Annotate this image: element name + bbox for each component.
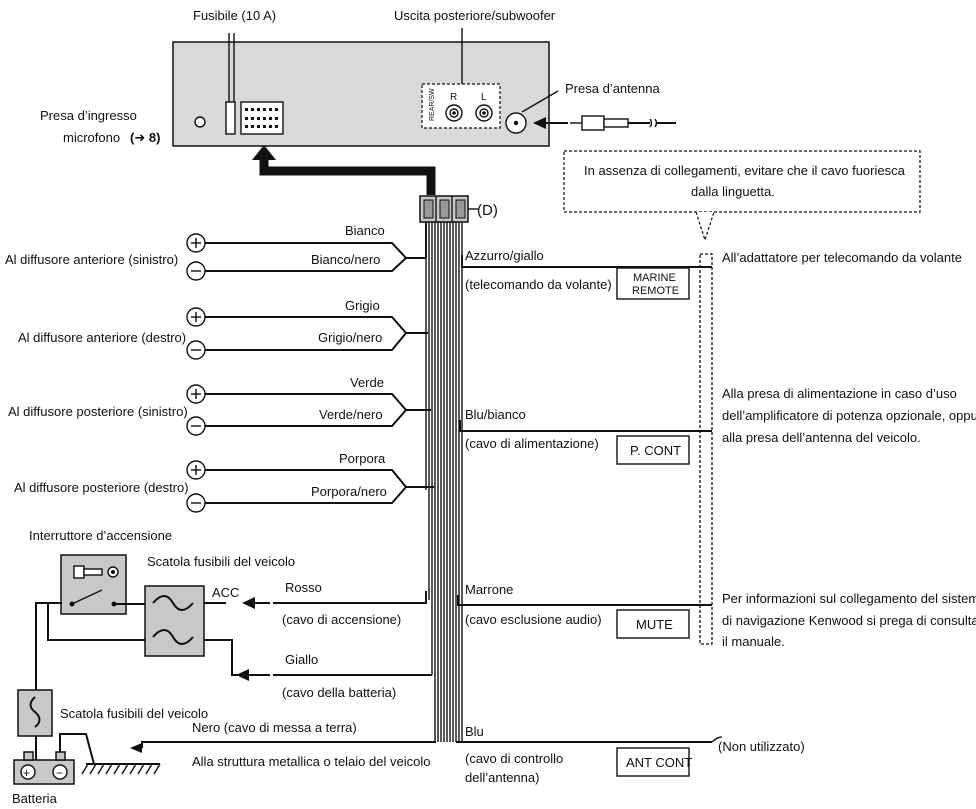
wire-antenna-control: Blu (cavo di controllo dell’antenna) ANT…	[456, 724, 805, 785]
ground-wire-desc: Alla struttura metallica o telaio del ve…	[192, 754, 430, 769]
box-label: ANT CONT	[626, 755, 692, 770]
mic-label-line2: microfono	[63, 130, 120, 145]
rca-r-jack-icon	[445, 104, 463, 122]
wire-label: Verde	[350, 375, 384, 390]
yellow-arrow	[236, 669, 249, 681]
wire-mute: Marrone (cavo esclusione audio) MUTE Per…	[457, 582, 976, 649]
connector-d-label: (D)	[477, 202, 498, 219]
box-label: REMOTE	[632, 285, 679, 297]
wire-note: alla presa dell’antenna del veicolo.	[722, 430, 921, 445]
acc-arrow	[242, 597, 255, 609]
connector-d: (D)	[419, 195, 498, 223]
speaker-destination: Al diffusore anteriore (sinistro)	[5, 252, 178, 267]
wire-desc: (telecomando da volante)	[465, 277, 612, 292]
speaker-destination: Al diffusore anteriore (destro)	[18, 330, 186, 345]
harness-arrow	[252, 145, 436, 195]
rear-sub-label: Uscita posteriore/subwoofer	[394, 8, 556, 23]
wire-note: dell’amplificatore di potenza opzionale,…	[722, 408, 976, 423]
wire-color: Azzurro/giallo	[465, 248, 544, 263]
ground-wire-label: Nero (cavo di messa a terra)	[192, 720, 357, 735]
wire-steering-remote: Azzurro/giallo (telecomando da volante) …	[461, 248, 962, 300]
wire-desc: dell’antenna)	[465, 770, 539, 785]
wire-label: Grigio	[345, 298, 380, 313]
wire-label: Porpora/nero	[311, 484, 387, 499]
wire-label: Bianco/nero	[311, 252, 380, 267]
battery-icon: + −	[13, 751, 75, 785]
connector-pins	[245, 108, 278, 128]
wire-note: Alla presa di alimentazione in caso d’us…	[722, 386, 957, 401]
wire-note: All’adattatore per telecomando da volant…	[722, 250, 962, 265]
vehicle-fuse-box-icon	[144, 585, 205, 657]
wire-color: Marrone	[465, 582, 513, 597]
battery-minus: −	[56, 766, 63, 780]
speaker-destination: Al diffusore posteriore (sinistro)	[8, 404, 188, 419]
fuse-symbol-icon	[29, 696, 41, 728]
ignition-switch-label: Interruttore d’accensione	[29, 528, 172, 543]
fuse-icon	[225, 101, 236, 135]
battery-plus: +	[23, 766, 30, 780]
wire-label: Grigio/nero	[318, 330, 382, 345]
chassis-ground-icon	[81, 763, 161, 775]
mic-label-line1: Presa d’ingresso	[40, 108, 137, 123]
mute-box	[616, 609, 690, 639]
red-wire-desc: (cavo di accensione)	[282, 612, 401, 627]
note-line2: dalla linguetta.	[691, 184, 775, 199]
ground-arrow	[130, 743, 142, 753]
speaker-rear-left: Verde Verde/nero Al diffusore posteriore…	[8, 375, 431, 436]
red-wire-label: Rosso	[285, 580, 322, 595]
rca-r-label: R	[450, 92, 457, 103]
fuse-symbol-icon	[152, 595, 194, 611]
antenna-jack-label: Presa d’antenna	[565, 81, 660, 96]
wire-label: Verde/nero	[319, 407, 383, 422]
ant-cont-box	[616, 747, 690, 777]
antenna-plug-icon	[570, 115, 676, 131]
box-label: MUTE	[636, 617, 673, 632]
note-box: In assenza di collegamenti, evitare che …	[563, 150, 921, 645]
wire-desc: (cavo esclusione audio)	[465, 612, 602, 627]
wire-color: Blu	[465, 724, 484, 739]
speaker-rear-right: Porpora Porpora/nero Al diffusore poster…	[14, 451, 434, 513]
antenna-arrow	[533, 117, 546, 129]
p-cont-box	[616, 435, 690, 465]
yellow-wire-label: Giallo	[285, 652, 318, 667]
wire-power-control: Blu/bianco (cavo di alimentazione) P. CO…	[459, 386, 976, 465]
wire-desc: (cavo di alimentazione)	[465, 436, 599, 451]
battery-label: Batteria	[12, 791, 58, 806]
harness-bundle	[425, 222, 463, 742]
dashed-tab	[699, 253, 713, 645]
wire-color: Blu/bianco	[465, 407, 526, 422]
yellow-wire-desc: (cavo della batteria)	[282, 685, 396, 700]
wire-label: Bianco	[345, 223, 385, 238]
speaker-front-right: Grigio Grigio/nero Al diffusore anterior…	[18, 298, 428, 360]
wire-desc: (cavo di controllo	[465, 751, 563, 766]
key-icon	[73, 565, 119, 579]
fuse-box-vehicle-2-label: Scatola fusibili del veicolo	[60, 706, 208, 721]
speaker-front-left: Bianco Bianco/nero Al diffusore anterior…	[5, 222, 427, 281]
note-line1: In assenza di collegamenti, evitare che …	[584, 163, 906, 178]
acc-label: ACC	[212, 585, 239, 600]
wire-note: Per informazioni sul collegamento del si…	[722, 591, 976, 606]
wire-label: Porpora	[339, 451, 386, 466]
fuse-symbol-icon	[152, 629, 194, 645]
wire-note: di navigazione Kenwood si prega di consu…	[722, 613, 976, 628]
rear-sw-text: REAR/SW	[429, 88, 436, 121]
power-section: Interruttore d’accensione Scatola fusibi…	[12, 528, 436, 806]
rca-l-jack-icon	[475, 104, 493, 122]
fuse-box-vehicle-label: Scatola fusibili del veicolo	[147, 554, 295, 569]
marine-remote-box	[616, 267, 690, 300]
box-label: P. CONT	[630, 443, 681, 458]
head-unit: Fusibile (10 A) Presa d’ingresso microfo…	[40, 8, 676, 147]
mic-ref: (➜ 8)	[130, 130, 160, 145]
fuse-label: Fusibile (10 A)	[193, 8, 276, 23]
wire-note: il manuale.	[722, 634, 785, 649]
speaker-destination: Al diffusore posteriore (destro)	[14, 480, 189, 495]
rca-l-label: L	[481, 92, 487, 103]
wire-note: (Non utilizzato)	[718, 739, 805, 754]
box-label: MARINE	[633, 272, 676, 284]
mic-jack-icon	[194, 116, 206, 128]
